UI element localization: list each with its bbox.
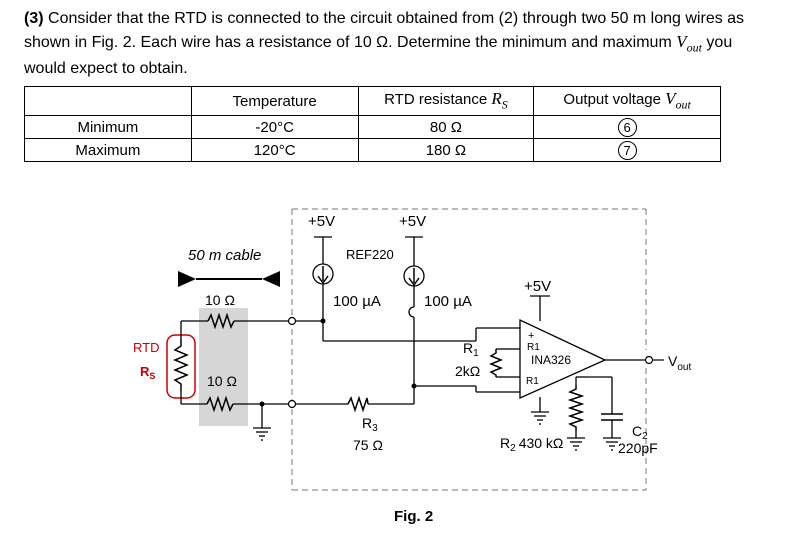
header-output-voltage: Output voltage Vout xyxy=(533,86,721,116)
row-temperature: 120°C xyxy=(190,138,359,162)
r1-resistor xyxy=(488,349,504,377)
terminal-bottom xyxy=(287,399,297,409)
opamp-ina326 xyxy=(519,318,607,400)
opamp-r1-bottom: R1 xyxy=(526,376,539,387)
wire-r-bottom-label: 10 Ω xyxy=(207,373,237,389)
row-label: Maximum xyxy=(24,138,192,162)
question-text: (3) Consider that the RTD is connected t… xyxy=(24,8,789,81)
opamp-supply-label: +5V xyxy=(524,278,551,295)
rs-label: RS xyxy=(140,364,155,381)
cable-label: 50 m cable xyxy=(188,247,261,264)
vout-variable: Vout xyxy=(676,31,702,54)
junction-dot xyxy=(259,401,265,407)
current-source-1 xyxy=(312,263,334,291)
table-row: Maximum 120°C 180 Ω 7 xyxy=(24,138,721,162)
c2-value: 220pF xyxy=(618,440,658,456)
r1-value: 2kΩ xyxy=(455,363,480,379)
wire-resistor-bottom xyxy=(206,395,234,413)
junction-dot xyxy=(320,318,326,324)
results-table: Temperature RTD resistance RS Output vol… xyxy=(24,86,721,162)
table-row: Minimum -20°C 80 Ω 6 xyxy=(24,115,721,139)
ground-icon xyxy=(603,437,621,451)
r1-label: R1 xyxy=(463,340,479,359)
row-answer: 7 xyxy=(533,138,721,162)
vout-label: Vout xyxy=(668,353,691,373)
ground-icon xyxy=(531,411,549,425)
wiring xyxy=(180,236,645,438)
junction-dot xyxy=(411,383,417,389)
question-line2: shown in Fig. 2. Each wire has a resista… xyxy=(24,33,677,51)
r3-label: R3 xyxy=(362,415,378,434)
opamp-r1-top: R1 xyxy=(527,342,540,353)
r2-resistor xyxy=(567,385,585,431)
wire-r-top-label: 10 Ω xyxy=(205,292,235,308)
rtd-resistor xyxy=(173,339,189,391)
figure-caption: Fig. 2 xyxy=(394,508,433,525)
row-temperature: -20°C xyxy=(190,115,359,139)
opamp-plus: + xyxy=(528,330,534,342)
ground-icon xyxy=(253,427,271,441)
opamp-name: INA326 xyxy=(531,353,571,367)
row-resistance: 180 Ω xyxy=(357,138,535,162)
c2-label: C2 xyxy=(632,423,648,442)
answer-circle: 7 xyxy=(617,140,637,160)
current-2-label: 100 µA xyxy=(424,293,472,310)
wire-resistor-top xyxy=(207,312,235,330)
supply-1-label: +5V xyxy=(308,213,335,230)
ground-icon xyxy=(567,437,585,451)
question-line1: Consider that the RTD is connected to th… xyxy=(43,10,745,27)
row-label: Minimum xyxy=(24,115,192,139)
r3-resistor xyxy=(347,395,369,413)
r3-value: 75 Ω xyxy=(353,437,383,453)
ref-label: REF220 xyxy=(346,247,394,262)
question-line3: would expect to obtain. xyxy=(24,60,188,78)
header-temperature: Temperature xyxy=(190,86,359,116)
board-outline xyxy=(291,208,647,491)
question-line2-end: you xyxy=(701,33,733,51)
terminal-top xyxy=(287,316,297,326)
current-source-2 xyxy=(403,265,425,291)
question-number: (3) xyxy=(24,10,44,27)
current-1-label: 100 µA xyxy=(333,293,381,310)
terminal-vout xyxy=(644,355,654,365)
rtd-label: RTD xyxy=(133,340,159,355)
answer-circle: 6 xyxy=(617,117,637,137)
supply-2-label: +5V xyxy=(399,213,426,230)
